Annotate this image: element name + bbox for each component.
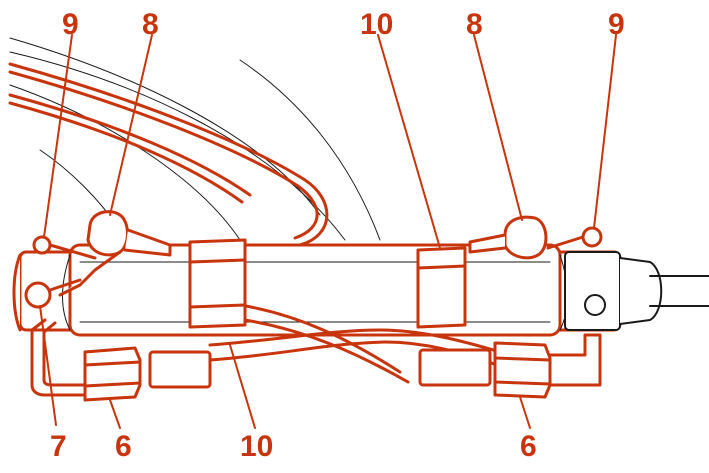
return-line-right [543, 333, 602, 387]
callout-8-left: 8 [142, 8, 159, 41]
callout-7: 7 [50, 430, 67, 463]
sensor-cap-right [468, 215, 548, 260]
callout-6-left: 6 [115, 430, 132, 463]
callout-10-bottom: 10 [240, 430, 274, 463]
clamp-strap-left [188, 238, 247, 329]
sleeve-left [148, 350, 212, 389]
clamp-strap-right [416, 246, 467, 329]
feed-lines [8, 62, 329, 247]
hex-nut-left [83, 346, 142, 402]
callout-9-right: 9 [608, 8, 625, 41]
callout-10-top: 10 [360, 8, 394, 41]
sleeve-right [418, 348, 492, 387]
callout-9-left: 9 [62, 8, 79, 41]
return-line-left [30, 318, 87, 397]
sensor-cap-left [86, 210, 172, 257]
right-end-fitting [564, 251, 709, 331]
bleed-bolt-right [546, 226, 603, 250]
hex-nut-right [493, 341, 552, 399]
callout-6-right: 6 [520, 430, 537, 463]
engine-outline-curves [9, 37, 381, 241]
callout-8-right: 8 [466, 8, 483, 41]
left-end-cap [12, 253, 22, 332]
bleed-bolt-left [24, 235, 122, 309]
leader-lines [39, 34, 617, 429]
